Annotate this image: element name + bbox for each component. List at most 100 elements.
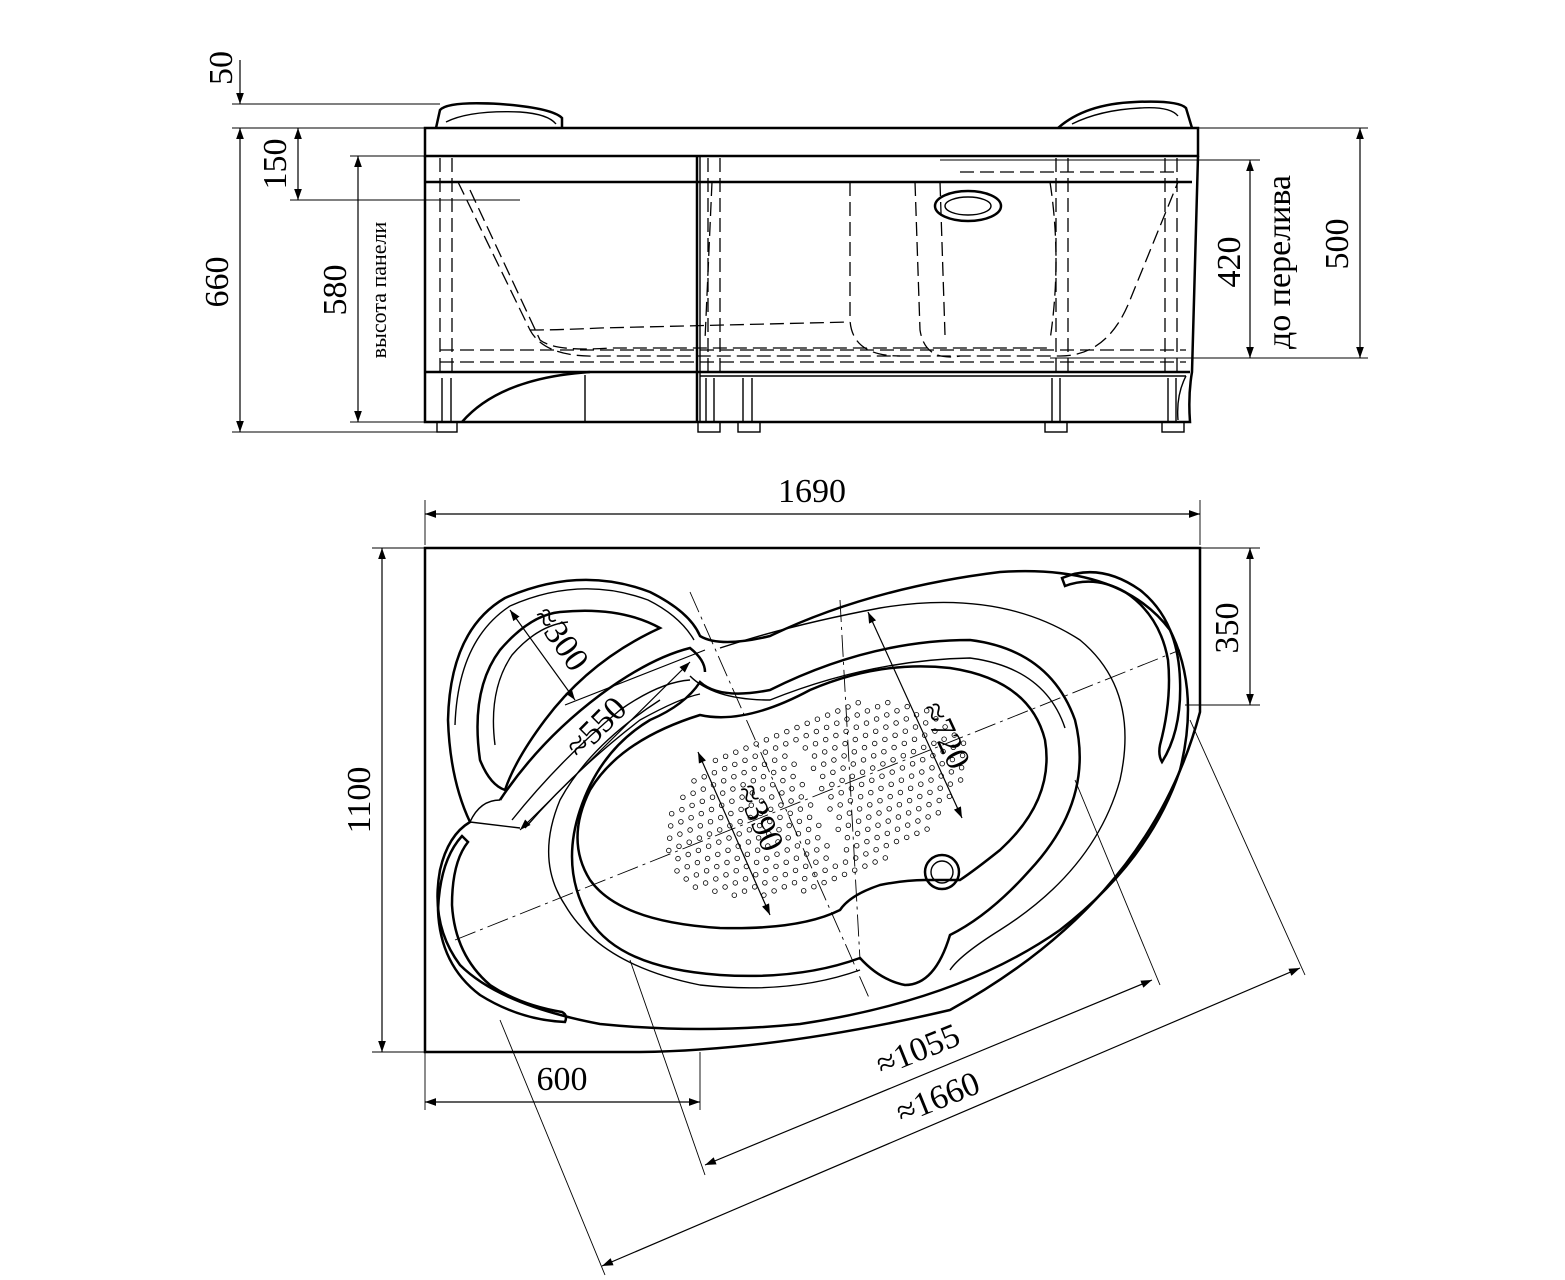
air-jet-hole	[908, 773, 915, 779]
air-jets	[666, 699, 967, 898]
air-jet-hole	[724, 859, 730, 866]
air-jet-hole	[777, 814, 783, 821]
air-jet-hole	[853, 724, 859, 730]
air-jet-hole	[792, 867, 799, 874]
air-jet-hole	[905, 822, 911, 828]
air-jet-hole	[699, 798, 705, 804]
dim-50: 50	[203, 51, 240, 85]
air-jet-hole	[801, 888, 807, 894]
dim-1100: 1100	[341, 767, 378, 834]
air-jet-hole	[872, 740, 878, 747]
air-jet-hole	[700, 786, 706, 792]
air-jet-hole	[845, 822, 852, 828]
air-jet-hole	[783, 741, 789, 747]
air-jet-hole	[879, 773, 885, 779]
air-jet-hole	[906, 797, 913, 804]
air-jet-hole	[895, 814, 902, 820]
air-jet-hole	[859, 769, 866, 775]
air-jet-hole	[842, 859, 849, 865]
air-jet-hole	[741, 769, 747, 776]
air-jet-hole	[731, 774, 737, 780]
air-jet-hole	[764, 855, 770, 861]
air-jet-hole	[863, 720, 870, 726]
air-jet-hole	[937, 785, 943, 791]
air-jet-hole	[709, 794, 716, 800]
air-jet-hole	[851, 749, 857, 755]
air-jet-hole	[713, 876, 719, 882]
air-jet-hole	[704, 855, 711, 862]
air-jet-hole	[805, 826, 812, 833]
air-jet-hole	[707, 819, 714, 825]
air-jet-hole	[691, 778, 697, 784]
air-jet-hole	[823, 736, 829, 743]
air-jet-hole	[819, 785, 825, 792]
air-jet-hole	[666, 847, 672, 854]
air-jet-hole	[722, 884, 728, 890]
air-jet-hole	[706, 831, 713, 837]
air-jet-hole	[862, 732, 869, 739]
air-jet-hole	[845, 704, 851, 710]
air-jet-hole	[762, 749, 769, 755]
air-jet-hole	[889, 769, 895, 775]
air-jet-hole	[883, 842, 889, 849]
right-headrest	[1057, 100, 1194, 129]
dim-1690: 1690	[778, 473, 846, 510]
air-jet-hole	[877, 798, 883, 804]
air-jet-hole	[669, 811, 675, 817]
air-jet-hole	[712, 888, 718, 894]
overflow-fitting	[933, 189, 1003, 223]
air-jet-hole	[861, 744, 868, 751]
air-jet-hole	[832, 745, 838, 751]
air-jet-hole	[772, 757, 778, 763]
air-jet-hole	[902, 728, 908, 734]
air-jet-hole	[882, 855, 888, 861]
air-jet-hole	[797, 806, 804, 812]
air-jet-hole	[795, 831, 802, 837]
air-jet-hole	[858, 781, 865, 788]
air-jet-hole	[702, 880, 709, 886]
air-jet-hole	[928, 777, 934, 783]
air-jet-hole	[716, 839, 722, 845]
air-jet-hole	[849, 773, 855, 779]
air-jet-hole	[782, 753, 788, 759]
air-jet-hole	[728, 810, 734, 817]
air-jet-hole	[763, 867, 769, 874]
air-jet-hole	[893, 838, 900, 845]
air-jet-hole	[689, 802, 695, 809]
air-jet-hole	[846, 810, 853, 816]
air-jet-hole	[880, 761, 886, 767]
air-jet-hole	[874, 704, 881, 710]
air-jet-hole	[904, 834, 910, 841]
air-jet-hole	[763, 737, 770, 743]
air-jet-hole	[790, 773, 796, 780]
air-jet-hole	[866, 814, 872, 820]
rim	[423, 126, 1200, 158]
air-jet-hole	[888, 781, 894, 787]
air-jet-hole	[694, 859, 701, 866]
air-jet-hole	[751, 765, 757, 772]
air-jet-hole	[834, 720, 840, 726]
air-jet-hole	[883, 724, 889, 730]
air-jet-hole	[772, 745, 779, 751]
air-jet-hole	[721, 778, 727, 784]
air-jet-hole	[803, 851, 810, 857]
air-jet-hole	[718, 814, 724, 821]
air-jet-hole	[894, 708, 900, 714]
air-jet-hole	[798, 794, 804, 800]
air-jet-hole	[827, 806, 833, 812]
air-jet-hole	[873, 847, 879, 853]
air-jet-hole	[785, 835, 791, 841]
air-jet-hole	[680, 794, 686, 800]
dim-600: 600	[537, 1061, 588, 1098]
air-jet-hole	[717, 827, 723, 833]
air-jet-hole	[870, 765, 876, 771]
air-jet-hole	[814, 847, 820, 853]
air-jet-hole	[896, 802, 903, 808]
air-jet-hole	[925, 814, 931, 820]
air-jet-hole	[890, 757, 896, 763]
air-jet-hole	[824, 843, 830, 849]
air-jet-hole	[927, 789, 933, 796]
air-jet-hole	[892, 732, 898, 738]
air-jet-hole	[692, 884, 699, 890]
